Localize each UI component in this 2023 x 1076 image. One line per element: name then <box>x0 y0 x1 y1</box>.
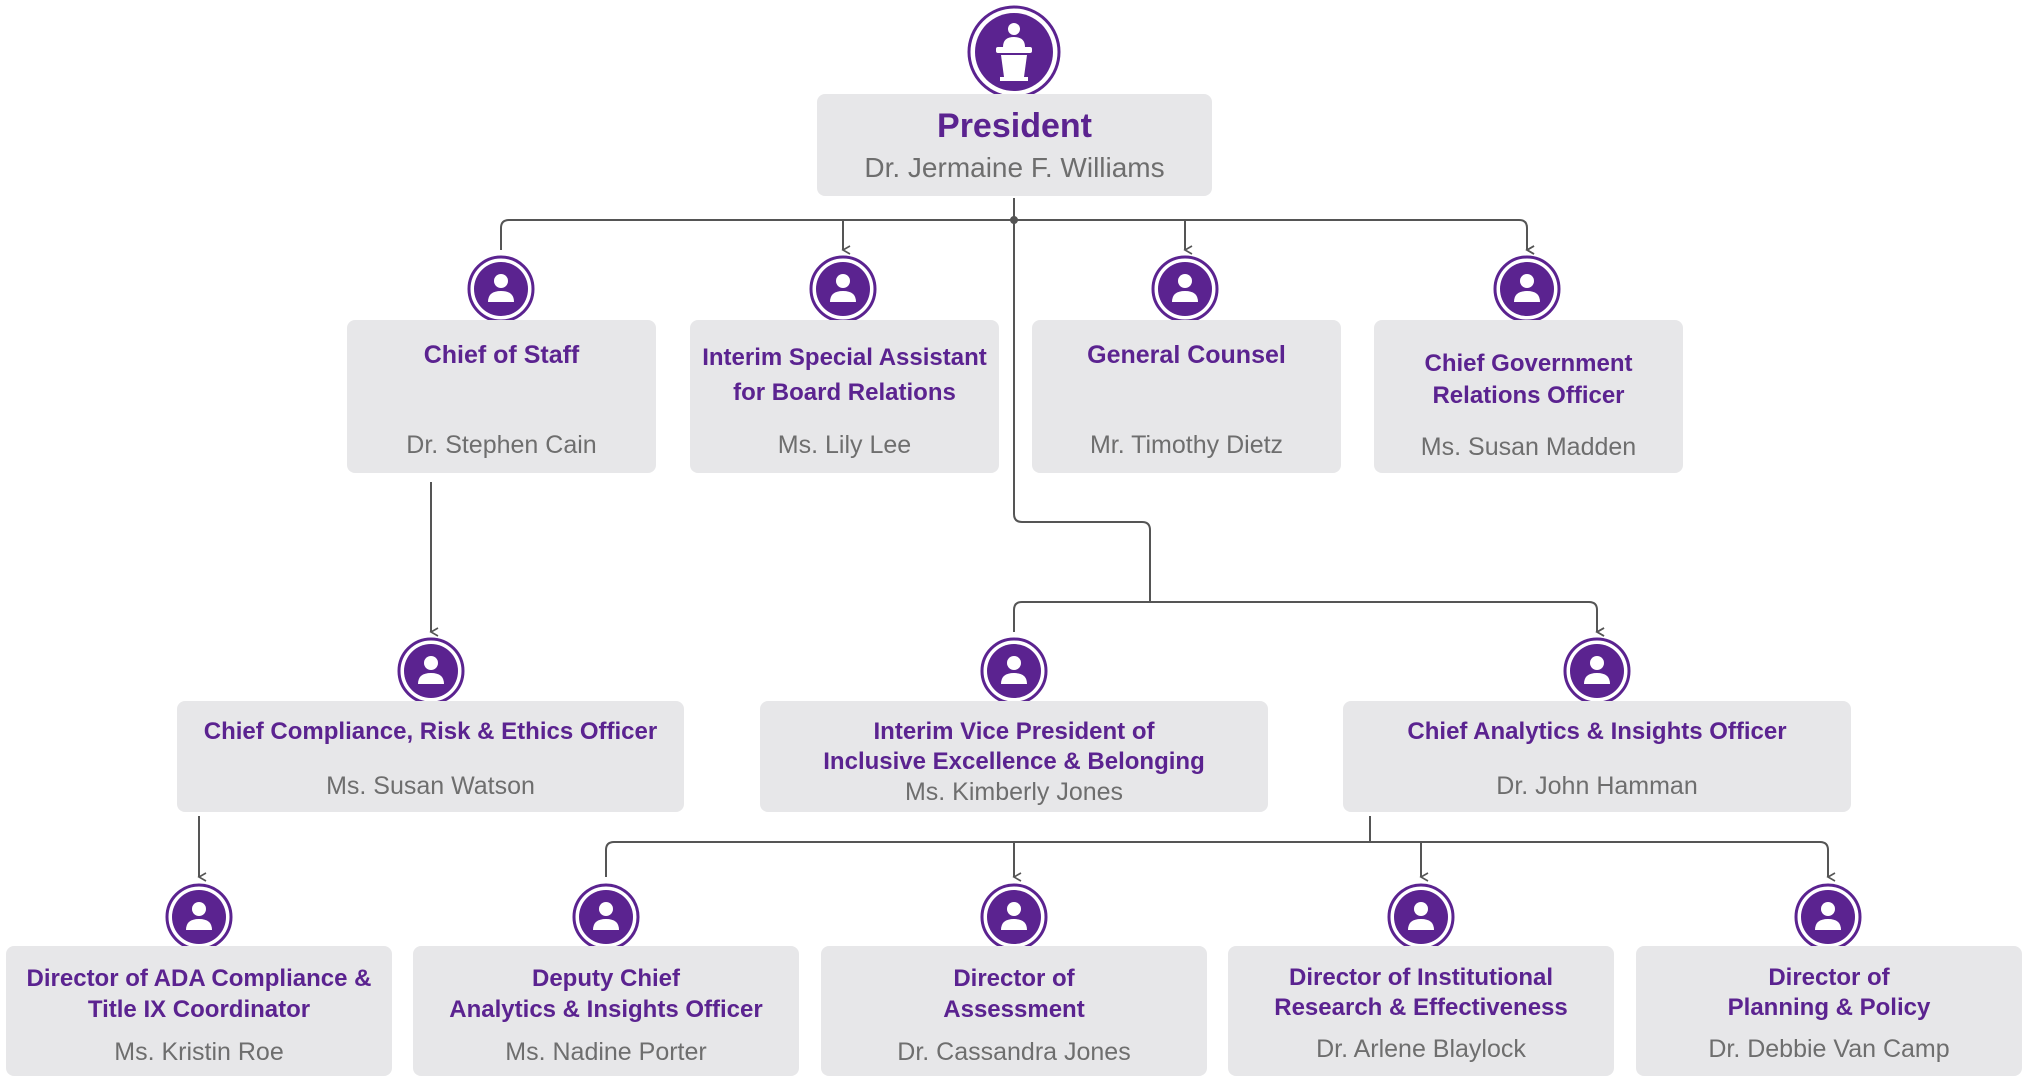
analytics-officer-title: Chief Analytics & Insights Officer <box>1407 718 1787 745</box>
deputy-analytics-box: Deputy Chief Analytics & Insights Office… <box>413 946 799 1076</box>
planning-director-box: Director of Planning & Policy Dr. Debbie… <box>1636 946 2022 1076</box>
person-icon <box>980 637 1048 710</box>
deputy-analytics-name: Ms. Nadine Porter <box>505 1038 707 1066</box>
institutional-research-box: Director of Institutional Research & Eff… <box>1228 946 1614 1076</box>
podium-speaker-icon <box>967 5 1061 104</box>
government-relations-box: Chief Government Relations Officer Ms. S… <box>1374 320 1683 473</box>
general-counsel-box: General Counsel Mr. Timothy Dietz <box>1032 320 1341 473</box>
ada-director-name: Ms. Kristin Roe <box>114 1038 284 1066</box>
person-icon <box>1387 883 1455 956</box>
compliance-officer-name: Ms. Susan Watson <box>326 772 535 800</box>
compliance-officer-title: Chief Compliance, Risk & Ethics Officer <box>203 718 658 745</box>
president-title: President <box>937 107 1092 145</box>
person-icon <box>467 255 535 328</box>
planning-director-name: Dr. Debbie Van Camp <box>1708 1035 1950 1063</box>
ada-director-title: Director of ADA Compliance & Title IX Co… <box>26 965 372 1023</box>
ada-director-box: Director of ADA Compliance & Title IX Co… <box>6 946 392 1076</box>
general-counsel-title: General Counsel <box>1087 341 1286 369</box>
chief-of-staff-title: Chief of Staff <box>423 341 580 369</box>
assessment-director-box: Director of Assessment Dr. Cassandra Jon… <box>821 946 1207 1076</box>
board-relations-title: Interim Special Assistant for Board Rela… <box>702 344 987 406</box>
person-icon <box>980 883 1048 956</box>
compliance-officer-box: Chief Compliance, Risk & Ethics Officer … <box>177 701 684 812</box>
chief-of-staff-box: Chief of Staff Dr. Stephen Cain <box>347 320 656 473</box>
person-icon <box>397 637 465 710</box>
person-icon <box>1794 883 1862 956</box>
institutional-research-title: Director of Institutional Research & Eff… <box>1274 964 1568 1021</box>
vice-president-name: Ms. Kimberly Jones <box>904 778 1124 806</box>
president-box: President Dr. Jermaine F. Williams <box>817 94 1212 196</box>
general-counsel-name: Mr. Timothy Dietz <box>1089 431 1284 459</box>
president-name: Dr. Jermaine F. Williams <box>864 152 1165 183</box>
government-relations-title: Chief Government Relations Officer <box>1424 350 1633 409</box>
analytics-officer-box: Chief Analytics & Insights Officer Dr. J… <box>1343 701 1851 812</box>
institutional-research-name: Dr. Arlene Blaylock <box>1316 1035 1526 1063</box>
person-icon <box>1151 255 1219 328</box>
person-icon <box>809 255 877 328</box>
board-relations-name: Ms. Lily Lee <box>777 431 912 459</box>
person-icon <box>572 883 640 956</box>
planning-director-title: Director of Planning & Policy <box>1727 964 1931 1021</box>
assessment-director-name: Dr. Cassandra Jones <box>897 1038 1131 1066</box>
person-icon <box>165 883 233 956</box>
analytics-officer-name: Dr. John Hamman <box>1496 772 1698 800</box>
government-relations-name: Ms. Susan Madden <box>1420 433 1637 461</box>
chief-of-staff-name: Dr. Stephen Cain <box>406 431 597 459</box>
person-icon <box>1563 637 1631 710</box>
person-icon <box>1493 255 1561 328</box>
vice-president-box: Interim Vice President of Inclusive Exce… <box>760 701 1268 812</box>
board-relations-box: Interim Special Assistant for Board Rela… <box>690 320 999 473</box>
assessment-director-title: Director of Assessment <box>943 965 1085 1023</box>
deputy-analytics-title: Deputy Chief Analytics & Insights Office… <box>449 965 763 1023</box>
vice-president-title: Interim Vice President of Inclusive Exce… <box>823 718 1205 775</box>
